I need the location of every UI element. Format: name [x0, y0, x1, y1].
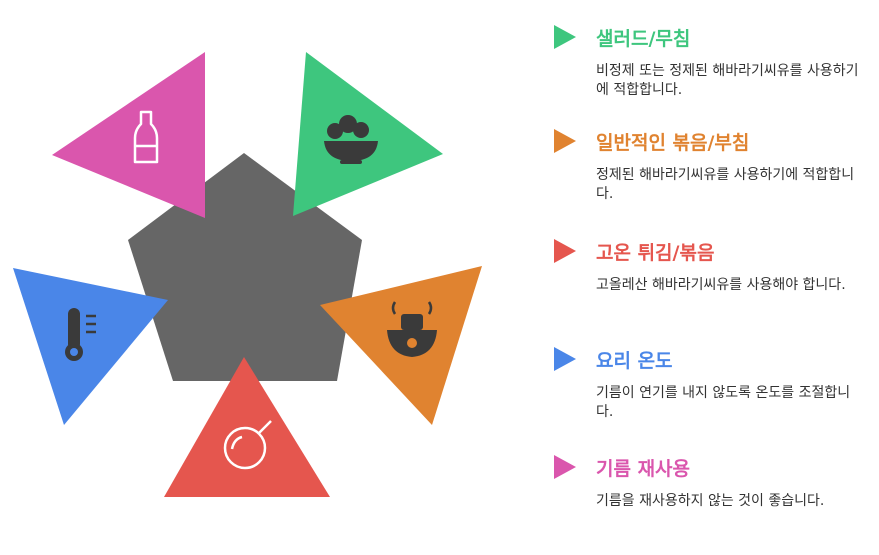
triangle-marker-icon [554, 25, 576, 49]
reuse-triangle [52, 52, 205, 218]
legend-description: 비정제 또는 정제된 해바라기씨유를 사용하기에 적합합니다. [596, 63, 859, 98]
legend-description: 고올레산 해바라기씨유를 사용해야 합니다. [596, 277, 846, 293]
legend-title: 고온 튀김/볶음 [596, 241, 715, 264]
thermometer-icon [65, 308, 96, 361]
legend-title: 요리 온도 [596, 349, 673, 372]
triangle-marker-icon [554, 129, 576, 153]
salad-bowl-icon [324, 115, 378, 164]
oil-bottle-icon [133, 110, 159, 164]
triangle-marker-icon [554, 455, 576, 479]
legend-head: 기름 재사용 [548, 452, 868, 482]
salad-triangle [293, 52, 443, 216]
legend-title: 샐러드/무침 [596, 27, 691, 50]
legend-description: 기름이 연기를 내지 않도록 온도를 조절합니다. [596, 385, 851, 420]
legend-head: 고온 튀김/볶음 [548, 236, 868, 266]
legend-description: 기름을 재사용하지 않는 것이 좋습니다. [596, 493, 825, 509]
triangle-marker-icon [554, 347, 576, 371]
legend-head: 샐러드/무침 [548, 22, 868, 52]
legend-head: 요리 온도 [548, 344, 868, 374]
frying-pan-icon [223, 420, 272, 470]
triangle-marker-icon [554, 239, 576, 263]
legend-title: 일반적인 볶음/부침 [596, 131, 750, 154]
legend-description: 정제된 해바라기씨유를 사용하기에 적합합니다. [596, 167, 855, 202]
legend-title: 기름 재사용 [596, 457, 691, 480]
pentagon-diagram [13, 52, 482, 497]
temperature-triangle [13, 268, 168, 425]
wok-bowl-icon [387, 301, 437, 357]
legend-head: 일반적인 볶음/부침 [548, 126, 868, 156]
